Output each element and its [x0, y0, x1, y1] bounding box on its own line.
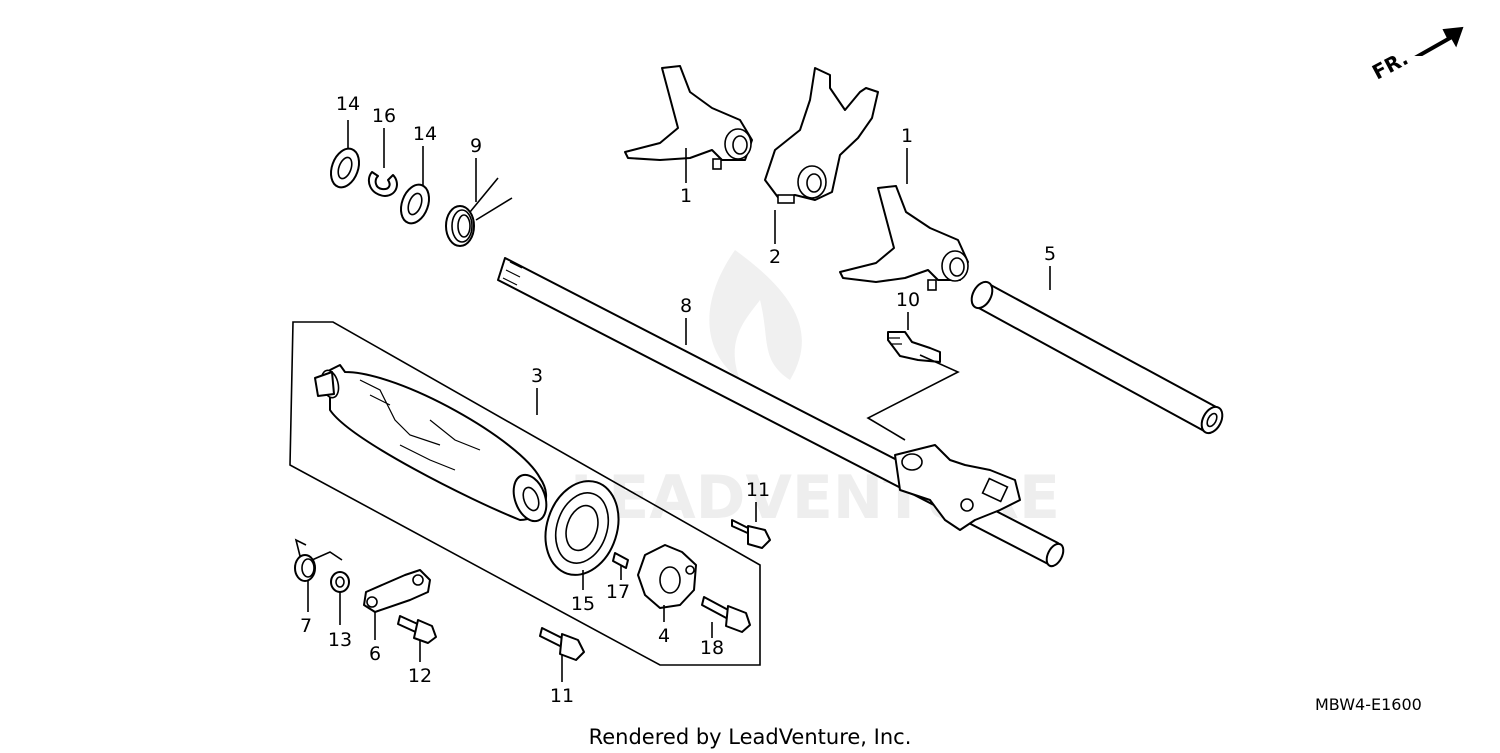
callout-14: 14 [336, 93, 360, 115]
callout-8: 8 [680, 295, 692, 317]
callout-13: 13 [328, 629, 352, 651]
callout-16: 16 [372, 105, 396, 127]
callout-6: 6 [369, 643, 381, 665]
callout-15: 15 [571, 593, 595, 615]
callout-10: 10 [896, 289, 920, 311]
part-11-bolt-b [539, 627, 585, 661]
callout-numbers: 14 16 14 9 1 2 1 5 10 8 3 11 15 17 4 18 … [300, 93, 1056, 707]
part-1-shift-fork-b [839, 185, 969, 291]
pin-leader-line [866, 354, 960, 441]
diagram-code: MBW4-E1600 [1315, 695, 1422, 714]
part-14-washer-b [399, 183, 431, 225]
callout-5: 5 [1044, 243, 1056, 265]
part-16-circlip [367, 171, 398, 197]
part-11-bolt-a [731, 519, 771, 549]
part-4-drum-center [637, 544, 697, 609]
callout-17: 17 [606, 581, 630, 603]
callout-9: 9 [470, 135, 482, 157]
callout-7: 7 [300, 615, 312, 637]
direction-arrow-icon [1414, 26, 1464, 56]
part-2-shift-fork [764, 67, 879, 204]
part-3-shift-drum [314, 364, 548, 523]
callout-2: 2 [769, 246, 781, 268]
callout-1: 1 [901, 125, 913, 147]
leader-lines [307, 120, 1051, 682]
part-14-washer-a [329, 147, 361, 189]
callout-14: 14 [413, 123, 437, 145]
part-9-return-spring [445, 177, 513, 247]
part-7-stopper-spring [294, 538, 343, 582]
part-18-bolt [701, 596, 751, 633]
part-5-fork-shaft [970, 280, 1224, 435]
part-1-shift-fork-a [624, 65, 753, 170]
callout-1: 1 [680, 185, 692, 207]
drum-assembly-frame [289, 321, 761, 666]
part-15-bearing [544, 480, 620, 576]
part-8-shift-shaft [497, 257, 1065, 568]
part-12-bolt [397, 615, 437, 644]
part-6-stopper-arm [363, 569, 431, 613]
callout-11: 11 [746, 479, 770, 501]
direction-label: FR. [1368, 46, 1412, 85]
part-10-stopper-pin [887, 331, 941, 363]
front-direction-indicator: FR. [1368, 26, 1464, 85]
part-17-dowel-pin [612, 552, 629, 569]
callout-18: 18 [700, 637, 724, 659]
callout-11: 11 [550, 685, 574, 707]
callout-12: 12 [408, 665, 432, 687]
callout-4: 4 [658, 625, 670, 647]
callout-3: 3 [531, 365, 543, 387]
part-13-collar [330, 571, 350, 593]
rendered-by-credit: Rendered by LeadVenture, Inc. [589, 725, 912, 749]
